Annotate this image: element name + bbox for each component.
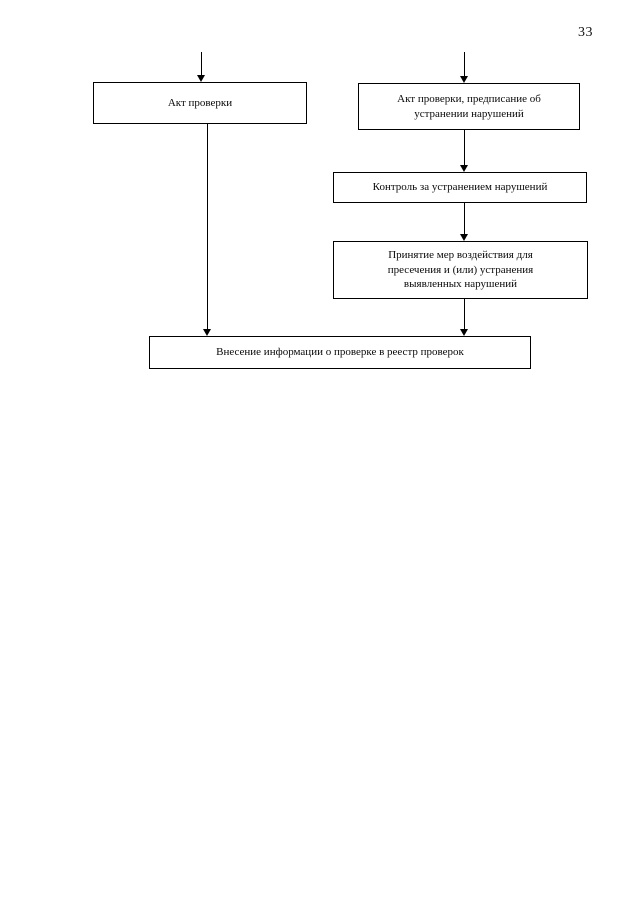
node-act-proverki-label: Акт проверки [167, 96, 233, 109]
node-kontrol-ustranenie[interactable]: Контроль за устранением нарушений [333, 172, 587, 203]
edge-kontrol-mery-arrowhead [459, 234, 468, 241]
node-prinyatie-mer-label: Принятие мер воздействия для пресечения … [387, 249, 534, 291]
edge-in-right-arrowhead [459, 76, 468, 83]
edge-mery-reestr-line [463, 299, 466, 330]
node-prinyatie-mer[interactable]: Принятие мер воздействия для пресечения … [333, 241, 588, 299]
edge-in-left-line [200, 52, 203, 76]
node-vnesenie-informacii[interactable]: Внесение информации о проверке в реестр … [149, 336, 531, 369]
node-act-proverki-predpisanie[interactable]: Акт проверки, предписание об устранении … [358, 83, 580, 130]
edge-act-reestr-arrowhead [202, 329, 211, 336]
node-act-proverki[interactable]: Акт проверки [93, 82, 307, 124]
edge-act-reestr-line [206, 124, 209, 330]
node-kontrol-ustranenie-label: Контроль за устранением нарушений [372, 181, 548, 194]
node-act-proverki-predpisanie-label: Акт проверки, предписание об устранении … [397, 93, 541, 120]
edge-mery-reestr-arrowhead [459, 329, 468, 336]
edge-predpisanie-kontrol-line [463, 130, 466, 166]
page-number: 33 [578, 25, 593, 40]
node-vnesenie-informacii-label: Внесение информации о проверке в реестр … [216, 346, 464, 359]
edge-in-right-line [463, 52, 466, 77]
edge-kontrol-mery-line [463, 203, 466, 235]
edge-predpisanie-kontrol-arrowhead [459, 165, 468, 172]
edge-in-left-arrowhead [196, 75, 205, 82]
